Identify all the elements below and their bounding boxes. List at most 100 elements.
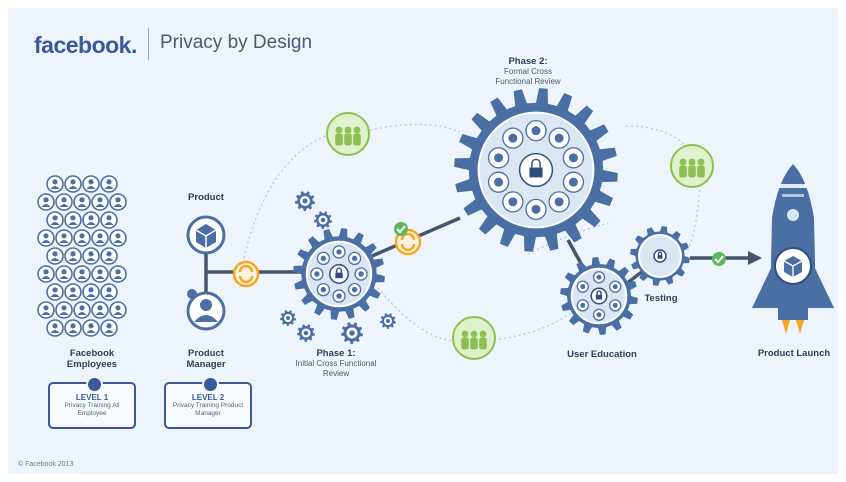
employee-icon	[46, 175, 64, 193]
phase2-title: Phase 2:	[508, 56, 548, 67]
employee-icon	[37, 265, 55, 283]
copyright: © Facebook 2013	[18, 461, 74, 468]
gear-icon	[525, 119, 547, 142]
gear-icon	[316, 251, 331, 266]
employee-icon	[91, 193, 109, 211]
gear-icon	[548, 127, 570, 149]
employee-icon	[100, 175, 118, 193]
rocket-icon	[752, 164, 834, 334]
gear-icon	[592, 271, 606, 284]
badge-icon	[202, 376, 219, 393]
lock-icon	[518, 152, 554, 188]
flame	[796, 320, 804, 334]
badge-level: LEVEL 2	[191, 393, 225, 402]
check-icon	[394, 222, 408, 236]
phase1-gear	[293, 228, 385, 320]
lock-icon	[329, 264, 349, 284]
team-people-icon	[670, 144, 714, 188]
gear-icon	[487, 171, 510, 193]
gear-icon	[332, 245, 346, 259]
label-user-education: User Education	[567, 349, 637, 360]
employee-icon	[73, 193, 91, 211]
employee-icon	[100, 319, 118, 337]
gear-icon	[609, 299, 622, 312]
employee-icon-grid	[37, 175, 127, 337]
phase2-desc: Formal Cross Functional Review	[495, 67, 561, 86]
employee-icon	[55, 265, 73, 283]
phase1-desc: Initial Cross Functional Review	[295, 359, 377, 378]
phase1-label: Phase 1: Initial Cross Functional Review	[294, 348, 378, 379]
gear-icon	[609, 280, 622, 293]
employee-icon	[82, 247, 100, 265]
employee-icon	[46, 211, 64, 229]
small-gear	[380, 313, 396, 329]
user-education-gear	[560, 257, 638, 335]
flame	[782, 320, 790, 334]
arc-product-to-people	[243, 129, 344, 259]
employee-icon	[91, 301, 109, 319]
small-gear	[280, 310, 296, 326]
page-title: Privacy by Design	[160, 32, 313, 53]
gear-icon	[310, 267, 324, 281]
check-icon	[712, 252, 726, 266]
people-circles-layer	[326, 112, 714, 360]
gear-icon	[548, 191, 570, 213]
phase2-gear	[454, 88, 618, 252]
label-product-launch: Product Launch	[757, 348, 831, 359]
employee-icon	[82, 175, 100, 193]
employee-icon	[91, 229, 109, 247]
arrow-head	[748, 251, 762, 265]
employee-icon	[73, 265, 91, 283]
gear-icon	[347, 282, 362, 297]
employee-icon	[46, 283, 64, 301]
employee-icon	[55, 229, 73, 247]
employee-icon	[100, 247, 118, 265]
testing-gear	[630, 226, 690, 286]
diagram-canvas: facebook. Privacy by Design Facebook Emp…	[8, 8, 838, 474]
employee-icon	[82, 283, 100, 301]
arc-people-to-usered	[493, 305, 581, 341]
employee-icon	[109, 229, 127, 247]
employee-icon	[73, 229, 91, 247]
badge-level: LEVEL 1	[75, 393, 109, 402]
badge-icon	[86, 376, 103, 393]
gears-layer	[280, 88, 690, 344]
gear-icon	[525, 198, 547, 221]
lock-icon	[590, 287, 608, 305]
level1-badge: LEVEL 1 Privacy Training All Employee	[48, 376, 136, 429]
employee-icon	[64, 319, 82, 337]
gear-icon	[576, 280, 589, 293]
gear-icon	[316, 282, 331, 297]
lock-icon	[653, 249, 667, 263]
employee-icon	[55, 301, 73, 319]
employee-icon	[73, 301, 91, 319]
arc-people-to-phase2	[369, 123, 461, 133]
team-people-icon	[326, 112, 370, 156]
gear-icon	[502, 127, 524, 149]
employee-icon	[37, 193, 55, 211]
label-product-manager: Product Manager	[186, 348, 226, 370]
employee-icon	[109, 265, 127, 283]
employee-icon	[64, 175, 82, 193]
label-employees: Facebook Employees	[66, 348, 118, 370]
gear-icon	[576, 299, 589, 312]
sync-icon	[394, 228, 422, 256]
employee-icon	[64, 211, 82, 229]
employee-icon	[82, 211, 100, 229]
employee-icon	[64, 247, 82, 265]
gear-icon	[592, 308, 606, 321]
gear-icon	[332, 289, 346, 303]
employee-icon	[55, 193, 73, 211]
small-gear	[295, 191, 315, 211]
gear-icon	[487, 147, 510, 169]
label-testing: Testing	[644, 293, 678, 304]
employee-icon	[46, 247, 64, 265]
gear-icon	[502, 191, 524, 213]
employee-icon	[109, 193, 127, 211]
employee-icon	[64, 283, 82, 301]
employee-icon	[46, 319, 64, 337]
small-gear	[297, 324, 315, 342]
small-gear	[314, 211, 332, 229]
product-manager-icon	[186, 289, 226, 331]
employee-icon	[100, 211, 118, 229]
